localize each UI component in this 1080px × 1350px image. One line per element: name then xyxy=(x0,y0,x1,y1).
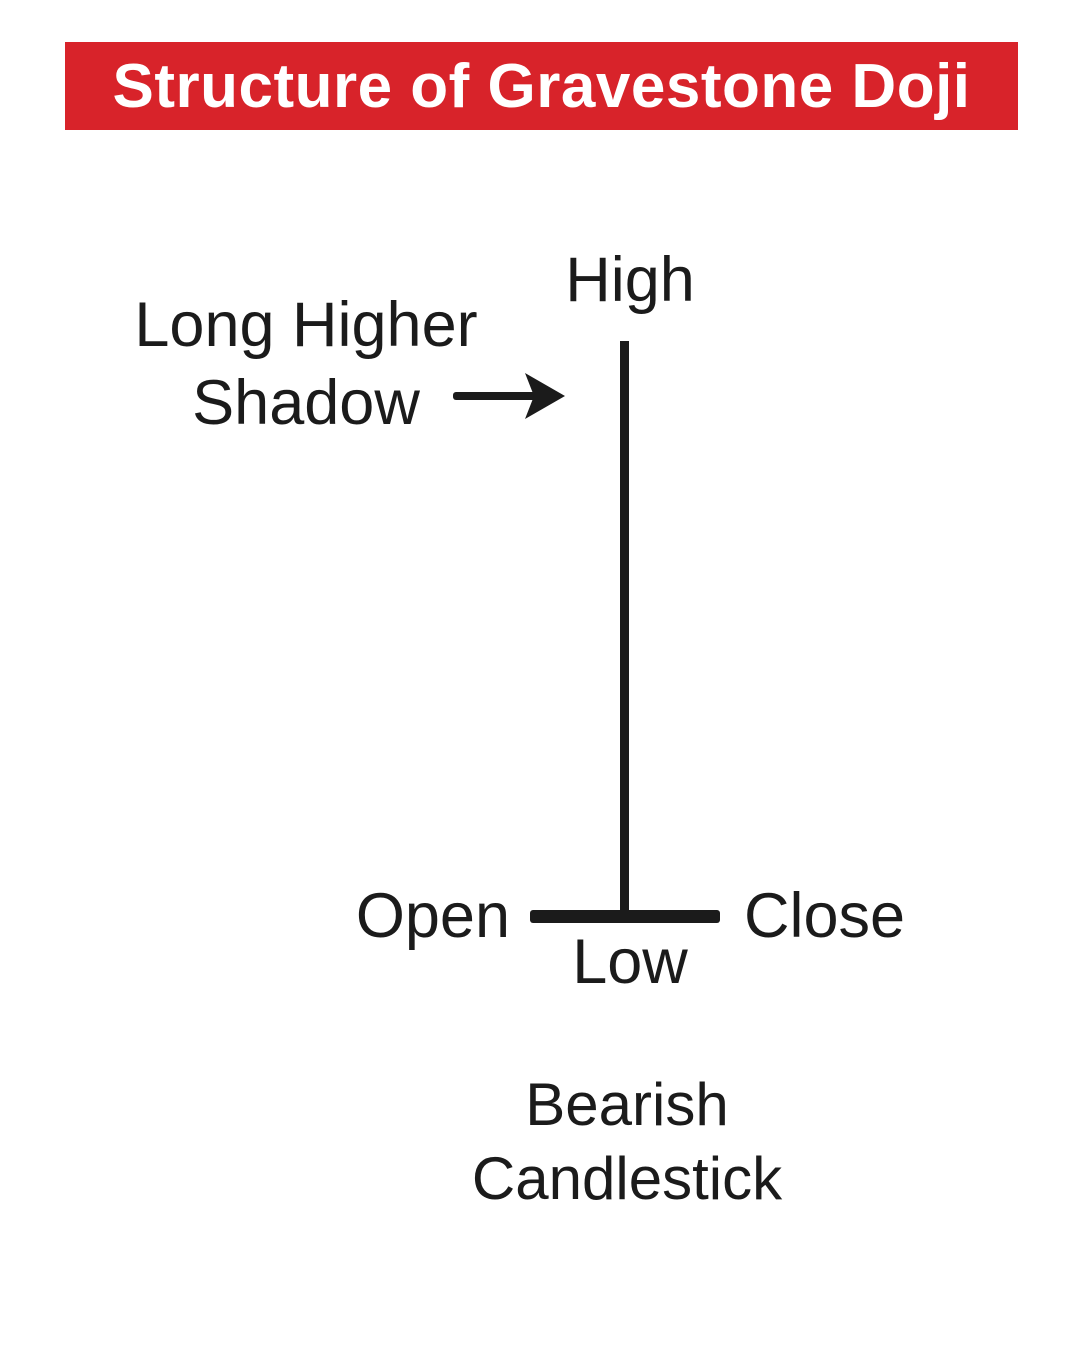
low-label: Low xyxy=(572,927,688,997)
shadow-label-line2: Shadow xyxy=(192,368,420,438)
bearish-candlestick-caption: Bearish Candlestick xyxy=(472,1068,782,1216)
page-title: Structure of Gravestone Doji xyxy=(112,51,971,121)
upper-shadow-line xyxy=(620,341,629,918)
right-arrow-icon xyxy=(453,372,565,420)
caption-line2: Candlestick xyxy=(471,1145,783,1212)
open-close-line xyxy=(530,910,720,923)
high-label: High xyxy=(565,245,695,315)
shadow-label-line1: Long Higher xyxy=(134,290,478,360)
title-banner: Structure of Gravestone Doji xyxy=(65,42,1018,130)
caption-line1: Bearish xyxy=(525,1071,729,1138)
close-label: Close xyxy=(744,881,906,951)
long-higher-shadow-label: Long Higher Shadow xyxy=(134,286,477,442)
open-label: Open xyxy=(355,881,510,951)
